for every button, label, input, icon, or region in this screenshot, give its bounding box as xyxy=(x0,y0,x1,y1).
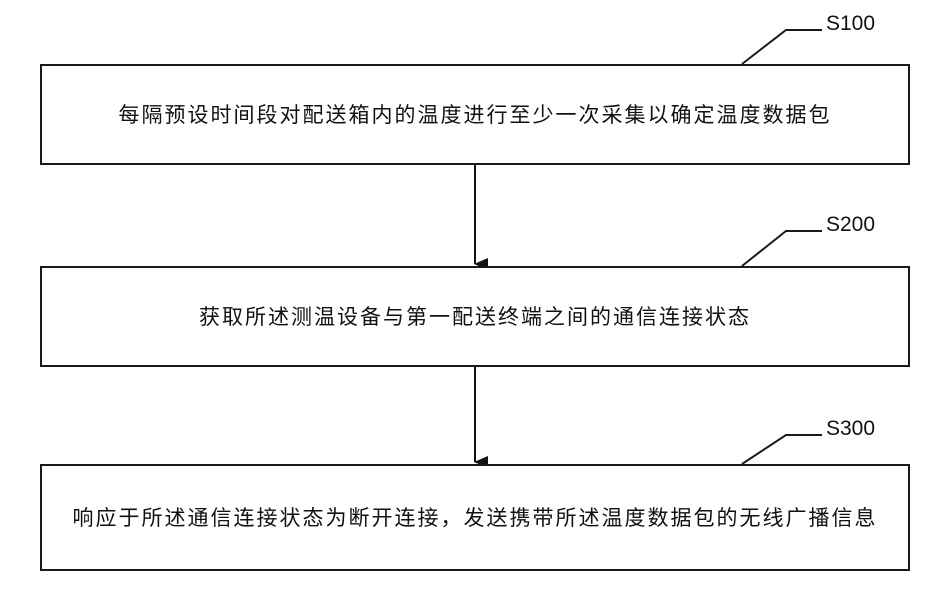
step-text-s100: 每隔预设时间段对配送箱内的温度进行至少一次采集以确定温度数据包 xyxy=(119,98,832,132)
leader-line-s200 xyxy=(742,231,822,266)
step-label-s100: S100 xyxy=(826,12,875,36)
step-text-s300: 响应于所述通信连接状态为断开连接，发送携带所述温度数据包的无线广播信息 xyxy=(73,501,878,535)
leader-line-s100 xyxy=(742,30,822,64)
step-box-s100: 每隔预设时间段对配送箱内的温度进行至少一次采集以确定温度数据包 xyxy=(40,64,910,165)
step-label-s300: S300 xyxy=(826,417,875,441)
step-text-s200: 获取所述测温设备与第一配送终端之间的通信连接状态 xyxy=(199,300,751,334)
step-box-s200: 获取所述测温设备与第一配送终端之间的通信连接状态 xyxy=(40,266,910,367)
leader-line-s300 xyxy=(742,435,822,464)
step-box-s300: 响应于所述通信连接状态为断开连接，发送携带所述温度数据包的无线广播信息 xyxy=(40,464,910,571)
step-label-s200: S200 xyxy=(826,213,875,237)
